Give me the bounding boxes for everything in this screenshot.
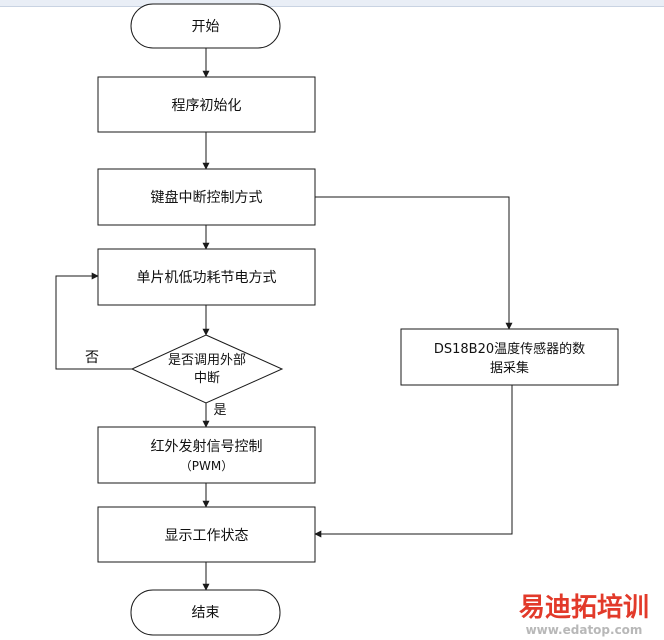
- no-label: 否: [85, 350, 99, 366]
- display-box: [97, 506, 316, 563]
- ir-label-line2: （PWM）: [180, 459, 233, 473]
- init-box: [97, 76, 316, 133]
- end-label: 结束: [192, 605, 220, 621]
- end-terminator: [130, 589, 281, 636]
- lowpower-label: 单片机低功耗节电方式: [137, 270, 277, 286]
- init-label: 程序初始化: [172, 97, 242, 114]
- ds18b20-box: [400, 328, 619, 386]
- yes-label: 是: [213, 403, 226, 418]
- ir-label-line1: 红外发射信号控制: [151, 439, 263, 455]
- keyboard-label: 键盘中断控制方式: [151, 189, 263, 206]
- decision-label-line2: 中断: [194, 371, 220, 386]
- ds18b20-label-line2: 据采集: [490, 360, 529, 376]
- start-label: 开始: [192, 19, 220, 35]
- window-top-edge: [0, 0, 664, 7]
- lowpower-box: [97, 248, 316, 306]
- arrow-keyboard-to-ds18b20: [315, 196, 513, 330]
- ds18b20-label-line1: DS18B20温度传感器的数: [434, 341, 585, 357]
- arrow-decision-no-loop: [55, 272, 132, 370]
- watermark-title: 易迪拓培训: [519, 593, 649, 623]
- ir-control-box: [97, 426, 316, 484]
- decision-label-line1: 是否调用外部: [168, 353, 246, 368]
- display-label: 显示工作状态: [165, 528, 249, 544]
- watermark-url: www.edatop.com: [526, 623, 643, 637]
- arrow-ds18b20-to-display: [314, 385, 513, 538]
- decision-diamond: [130, 334, 284, 404]
